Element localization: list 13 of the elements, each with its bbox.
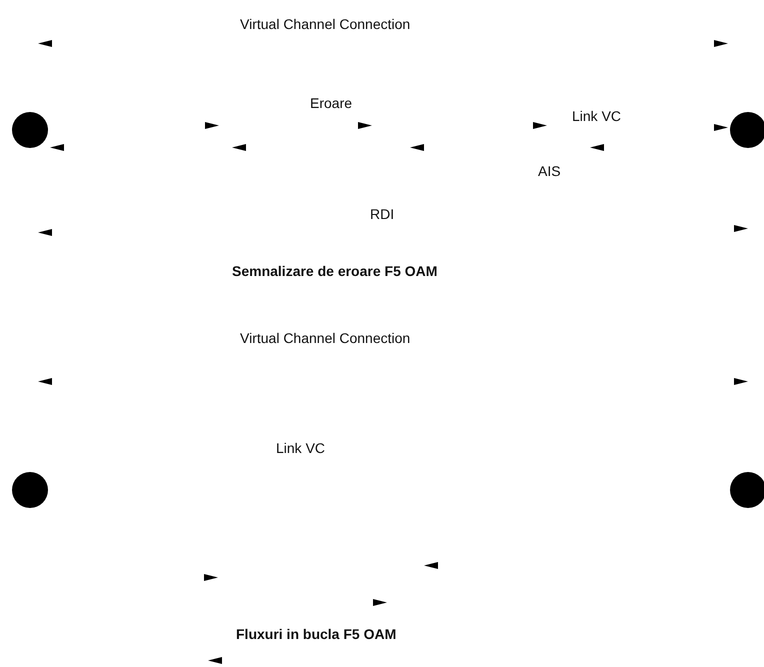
- signal-label: Virtual Channel Connection: [240, 330, 410, 346]
- signal-label: Virtual Channel Connection: [240, 16, 410, 32]
- panel-caption: Fluxuri in bucla F5 OAM: [236, 626, 396, 642]
- signal-label: RDI: [370, 206, 394, 222]
- endpoint-circle: [12, 472, 48, 508]
- endpoint-circle: [730, 112, 764, 148]
- signal-label: Eroare: [310, 95, 352, 111]
- signal-label: Link VC: [276, 440, 326, 456]
- signal-label: AIS: [538, 163, 561, 179]
- endpoint-circle: [12, 112, 48, 148]
- signal-label: Link VC: [572, 108, 622, 124]
- panel-caption: Semnalizare de eroare F5 OAM: [232, 263, 438, 279]
- endpoint-circle: [730, 472, 764, 508]
